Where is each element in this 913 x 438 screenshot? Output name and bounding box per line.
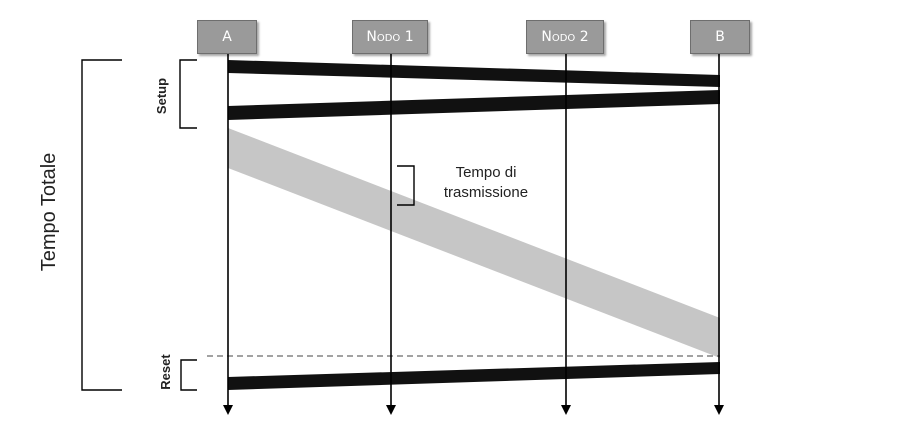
data-transfer-band (228, 128, 720, 358)
setup-request-bar (228, 60, 720, 87)
setup-bracket (179, 59, 197, 129)
node-nodo2: Nodo 2 (526, 20, 604, 54)
transmission-time-line2: trasmissione (443, 184, 529, 201)
transmission-time-bracket (397, 165, 415, 206)
node-a-label: A (222, 29, 232, 45)
reset-label: Reset (158, 354, 173, 390)
setup-label: Setup (154, 77, 169, 115)
transmission-time-label: Tempo di trasmissione (422, 163, 550, 203)
node-a: A (197, 20, 257, 54)
node-b-label: B (715, 29, 725, 45)
reset-bar (228, 362, 720, 390)
transmission-time-line1: Tempo di (455, 164, 517, 181)
node-b: B (690, 20, 750, 54)
reset-bracket (180, 359, 197, 391)
setup-ack-bar (228, 90, 720, 120)
node-nodo1: Nodo 1 (352, 20, 428, 54)
total-time-bracket (81, 59, 122, 391)
node-nodo2-label: Nodo 2 (541, 29, 589, 45)
node-nodo1-label: Nodo 1 (366, 29, 414, 45)
total-time-label: Tempo Totale (38, 152, 60, 272)
